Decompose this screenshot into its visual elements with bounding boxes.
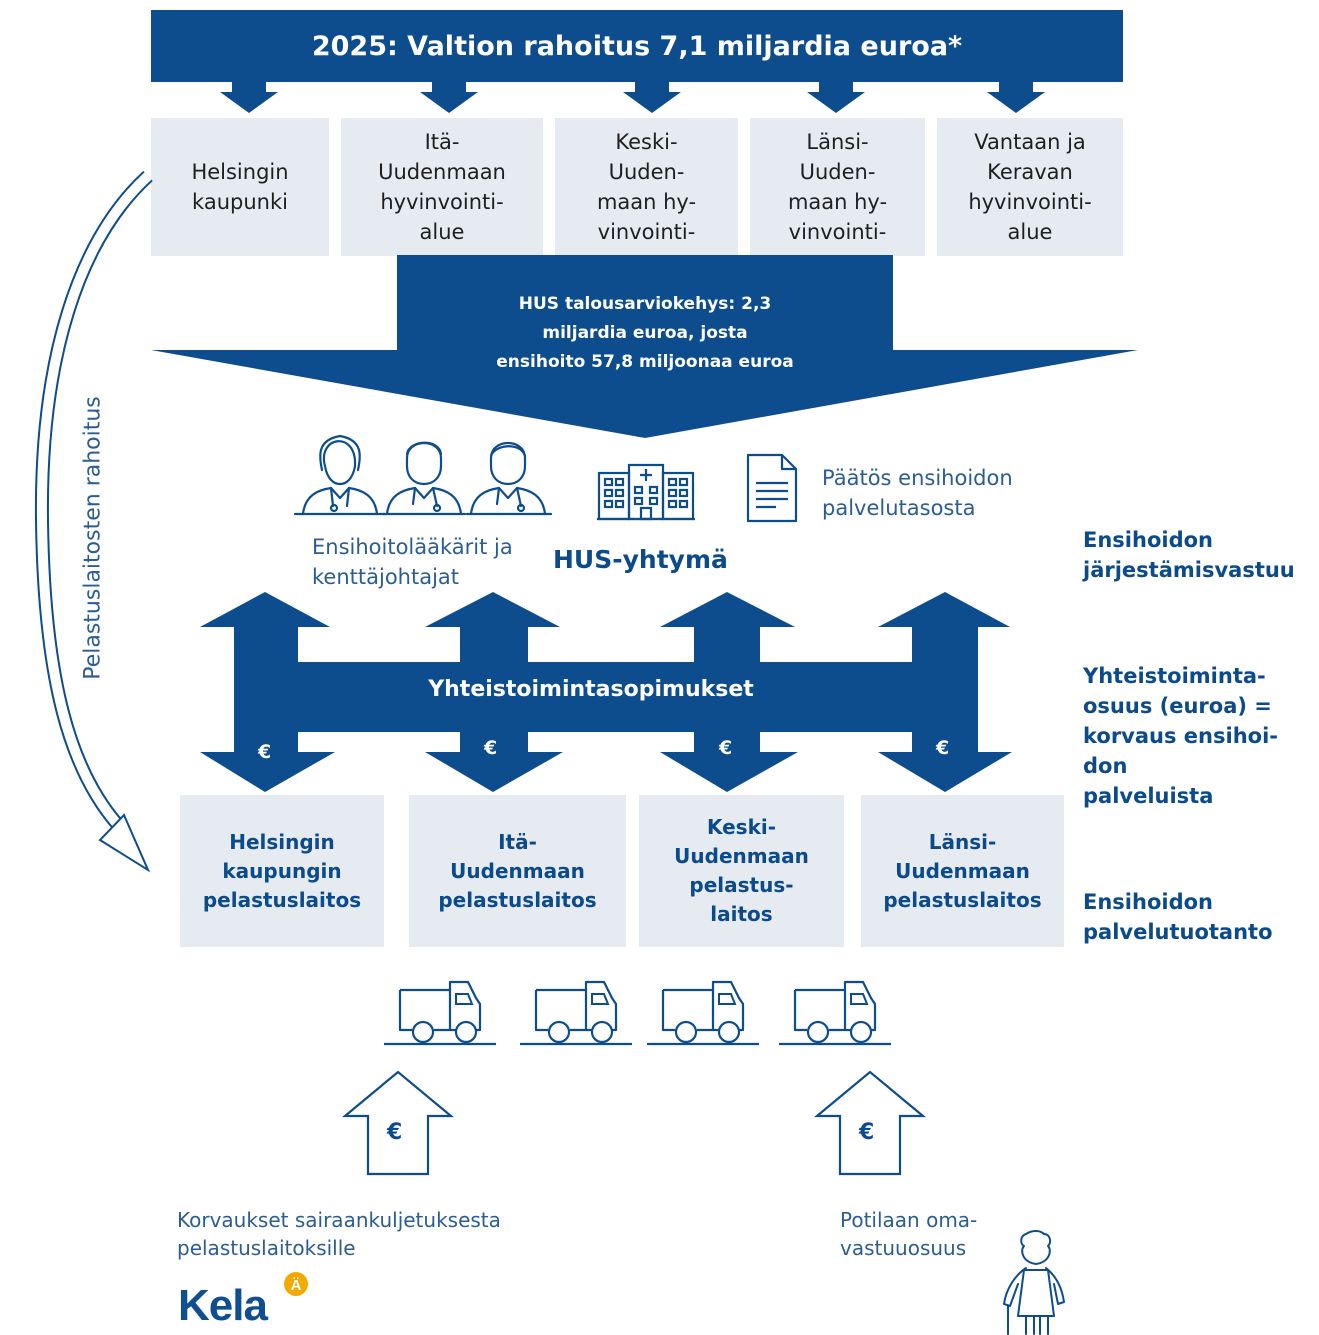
double-arrow-1 bbox=[200, 592, 335, 792]
agreements-bar bbox=[235, 662, 947, 732]
up-arrow-patient bbox=[813, 1070, 927, 1176]
double-arrow-3 bbox=[660, 592, 798, 792]
kela-compensation-label: Korvaukset sairaankuljetuksesta pelastus… bbox=[177, 1208, 501, 1260]
agreements-arrows bbox=[200, 592, 1012, 792]
double-arrow-4 bbox=[878, 592, 1012, 792]
bottom-up-arrows bbox=[341, 1070, 927, 1176]
rescue-dept-helsinki: Helsingin kaupungin pelastuslaitos bbox=[180, 795, 384, 947]
region-label: Länsi- Uuden- maan hy- vinvointi- bbox=[787, 130, 888, 244]
side-label-cooperation: Yhteistoiminta- osuus (euroa) = korvaus … bbox=[1083, 664, 1278, 808]
doctors-label: Ensihoitolääkärit ja kenttäjohtajat bbox=[312, 535, 513, 589]
side-label-organizing: Ensihoidon järjestämisvastuu bbox=[1083, 528, 1295, 582]
banner-down-arrows bbox=[220, 80, 1045, 113]
patient-share-label: Potilaan oma- vastuuosuus bbox=[840, 1208, 978, 1260]
up-arrow-kela bbox=[341, 1070, 455, 1176]
ambulance-icon bbox=[382, 980, 498, 1046]
euro-sign-4: € bbox=[936, 737, 950, 759]
region-vantaa-kerava: Vantaan ja Keravan hyvinvointi- alue bbox=[937, 118, 1123, 256]
rescue-dept-label: Keski- Uudenmaan pelastus- laitos bbox=[674, 815, 809, 926]
rescue-dept-ita-uusimaa: Itä- Uudenmaan pelastuslaitos bbox=[409, 795, 626, 947]
hus-budget-arrow bbox=[151, 255, 1138, 438]
ambulance-icon bbox=[518, 980, 634, 1046]
document-icon bbox=[746, 453, 798, 523]
hus-budget-text: HUS talousarviokehys: 2,3 miljardia euro… bbox=[496, 294, 794, 372]
funding-banner-title: 2025: Valtion rahoitus 7,1 miljardia eur… bbox=[311, 30, 963, 62]
region-keski-uusimaa: Keski- Uuden- maan hy- vinvointi- bbox=[555, 118, 738, 256]
kela-logo-mark-icon: Ä bbox=[284, 1272, 308, 1296]
ambulance-icon bbox=[777, 980, 893, 1046]
region-label: Itä- Uudenmaan hyvinvointi- alue bbox=[378, 130, 506, 244]
rescue-dept-lansi-uusimaa: Länsi- Uudenmaan pelastuslaitos bbox=[861, 795, 1064, 947]
euro-sign-kela: € bbox=[387, 1120, 403, 1145]
rescue-dept-label: Itä- Uudenmaan pelastuslaitos bbox=[438, 829, 597, 912]
rescue-dept-label: Länsi- Uudenmaan pelastuslaitos bbox=[883, 829, 1042, 912]
down-arrow-3 bbox=[623, 80, 681, 113]
region-ita-uusimaa: Itä- Uudenmaan hyvinvointi- alue bbox=[341, 118, 543, 256]
side-label-production: Ensihoidon palvelutuotanto bbox=[1083, 890, 1273, 944]
rescue-funding-curved-arrow bbox=[34, 170, 153, 873]
region-label: Vantaan ja Keravan hyvinvointi- alue bbox=[968, 130, 1092, 244]
rescue-dept-keski-uusimaa: Keski- Uudenmaan pelastus- laitos bbox=[639, 795, 844, 947]
euro-sign-2: € bbox=[484, 737, 498, 759]
elderly-patient-icon bbox=[1003, 1230, 1065, 1335]
down-arrow-2 bbox=[420, 80, 478, 113]
rescue-dept-label: Helsingin kaupungin pelastuslaitos bbox=[202, 829, 362, 912]
hus-name: HUS-yhtymä bbox=[553, 545, 728, 574]
euro-sign-3: € bbox=[719, 737, 733, 759]
euro-sign-patient: € bbox=[859, 1120, 875, 1145]
double-arrow-2 bbox=[425, 592, 563, 792]
down-arrow-1 bbox=[220, 80, 278, 113]
euro-sign-1: € bbox=[258, 741, 272, 763]
decision-label: Päätös ensihoidon palvelutasosta bbox=[822, 466, 1013, 520]
hospital-building-icon bbox=[597, 463, 695, 521]
down-arrow-5 bbox=[987, 80, 1045, 113]
ambulance-icon bbox=[645, 980, 761, 1046]
down-arrow-4 bbox=[807, 80, 865, 113]
funding-banner: 2025: Valtion rahoitus 7,1 miljardia eur… bbox=[151, 10, 1123, 82]
region-lansi-uusimaa: Länsi- Uuden- maan hy- vinvointi- bbox=[750, 118, 925, 256]
kela-logo: Kela bbox=[178, 1281, 268, 1330]
medical-staff-icon bbox=[293, 434, 553, 516]
region-label: Helsingin kaupunki bbox=[191, 160, 289, 214]
svg-text:Ä: Ä bbox=[291, 1277, 302, 1294]
ambulance-icons bbox=[382, 980, 893, 1046]
agreements-label: Yhteistoimintasopimukset bbox=[428, 677, 754, 702]
region-label: Keski- Uuden- maan hy- vinvointi- bbox=[596, 130, 697, 244]
region-helsinki: Helsingin kaupunki bbox=[151, 118, 329, 256]
